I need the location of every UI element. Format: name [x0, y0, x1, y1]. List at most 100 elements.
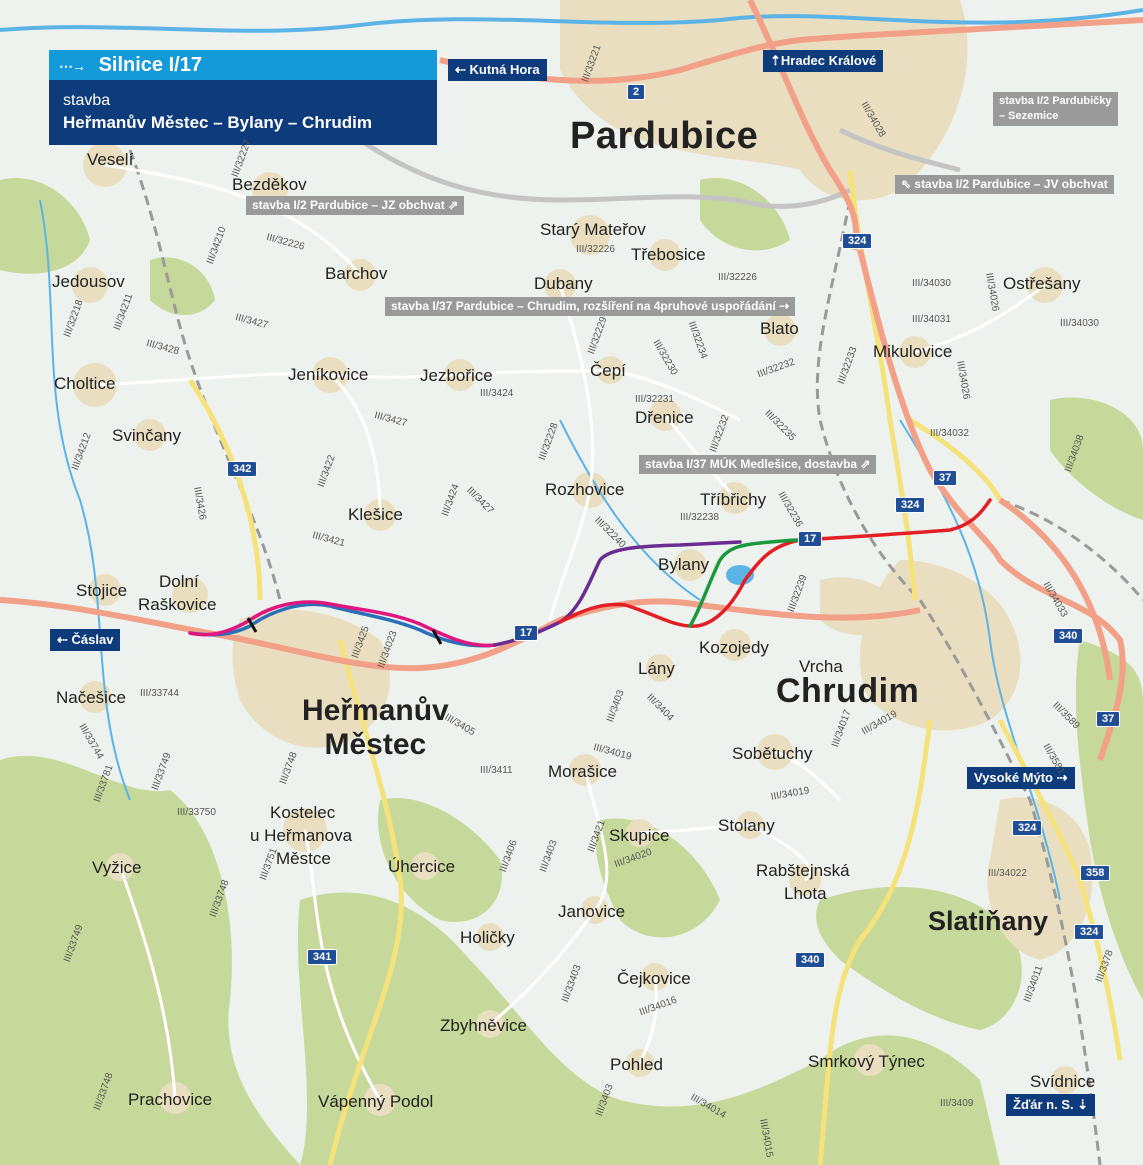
- road-shield-324: 324: [1074, 924, 1105, 940]
- town-drenice: Dřenice: [635, 408, 694, 427]
- town-ostresany: Ostřešany: [1003, 274, 1081, 293]
- direction-vysoke-myto: Vysoké Mýto ⇢: [967, 767, 1075, 789]
- road-shield-342: 342: [227, 461, 258, 477]
- town-cepi: Čepí: [590, 361, 626, 380]
- town-lany: Lány: [638, 659, 675, 678]
- town-nacesice: Načešice: [56, 688, 126, 707]
- note-muk-medlesice: stavba I/37 MÚK Medlešice, dostavba ⇗: [639, 455, 877, 474]
- title-subtitle: stavba: [63, 92, 111, 109]
- road-shield-37: 37: [1096, 711, 1121, 727]
- road-label: III/34031: [912, 314, 951, 325]
- arrow-left-icon: ⇠: [455, 62, 470, 77]
- town-stojice: Stojice: [76, 581, 128, 600]
- town-cejkovice: Čejkovice: [617, 969, 691, 988]
- road-label: III/34022: [988, 868, 1027, 879]
- note-i37-rozsireni: stavba I/37 Pardubice – Chrudim, rozšíře…: [385, 297, 796, 316]
- route-variant-purple: [493, 540, 742, 647]
- road-label: III/33750: [177, 807, 216, 818]
- town-mikulovice: Mikulovice: [873, 342, 953, 361]
- route-markers: [246, 617, 443, 645]
- road-shield-17: 17: [514, 625, 539, 641]
- road-shield-2: 2: [627, 84, 646, 100]
- town-rozhovice: Rozhovice: [545, 480, 625, 499]
- town-veseli: Veselí: [87, 150, 134, 169]
- road-shield-17: 17: [798, 531, 823, 547]
- town-smrkovy-tynec: Smrkový Týnec: [808, 1052, 925, 1071]
- town-blato: Blato: [760, 319, 799, 338]
- road-label: III/32231: [635, 394, 674, 405]
- route-variant-red: [558, 498, 992, 628]
- note-pardubicky: stavba I/2 Pardubičky – Sezemice: [993, 92, 1118, 126]
- town-klesice: Klešice: [348, 505, 403, 524]
- road-label: III/33744: [140, 688, 179, 699]
- title-header: ⋯→ Silnice I/17: [49, 50, 437, 80]
- arrow-upleft-icon: ⇖: [901, 177, 915, 191]
- town-uhercice: Úhercice: [388, 857, 456, 876]
- road-label: III/3424: [480, 388, 514, 399]
- arrow-left-icon: ⇠: [57, 632, 72, 647]
- town-dolni: Dolní: [159, 572, 199, 591]
- town-bylany: Bylany: [658, 555, 710, 574]
- road-shield-37: 37: [933, 470, 958, 486]
- road-shield-324: 324: [842, 233, 873, 249]
- direction-zdar: Žďár n. S. ⇣: [1006, 1094, 1096, 1116]
- town-raskovice: Raškovice: [138, 595, 217, 614]
- town-jezborice: Jezbořice: [420, 366, 493, 385]
- title-box: ⋯→ Silnice I/17 stavba Heřmanův Městec –…: [49, 50, 437, 145]
- town-barchov: Barchov: [325, 264, 388, 283]
- town-kostelec-line2: u Heřmanova: [250, 826, 353, 845]
- arrow-down-icon: ⇣: [1073, 1097, 1089, 1112]
- arrow-right-icon: ⇢: [775, 299, 790, 313]
- note-jv-obchvat: ⇖ stavba I/2 Pardubice – JV obchvat: [895, 175, 1114, 194]
- bypass-roads: [358, 127, 961, 209]
- road-shield-358: 358: [1080, 865, 1111, 881]
- road-label: III/32226: [718, 272, 757, 283]
- town-svincany: Svinčany: [112, 426, 181, 445]
- route-variant-magenta: [188, 600, 497, 648]
- note-jz-obchvat: stavba I/2 Pardubice – JZ obchvat ⇗: [246, 196, 465, 215]
- direction-caslav: ⇠ Čáslav: [50, 629, 121, 651]
- road-label: III/34030: [912, 278, 951, 289]
- route-variant-green: [688, 538, 802, 628]
- minor-roads: [94, 163, 1046, 1101]
- rivers: [0, 8, 1143, 901]
- city-chrudim: Chrudim: [776, 672, 920, 710]
- town-stolany: Stolany: [718, 816, 775, 835]
- road-label: III/32238: [680, 512, 719, 523]
- town-holicky: Holičky: [460, 928, 515, 947]
- town-dubany: Dubany: [534, 274, 593, 293]
- town-rabstejnska-line1: Rabštejnská: [756, 861, 850, 880]
- town-vyzice: Vyžice: [92, 858, 142, 877]
- major-roads: [0, 0, 1143, 761]
- road-label: III/32226: [576, 244, 615, 255]
- direction-kutna-hora: ⇠ Kutná Hora: [448, 59, 547, 81]
- dotted-arrow-right-icon: ⋯→: [59, 58, 86, 74]
- road-label: III/34030: [1060, 318, 1099, 329]
- town-vrcha: Vrcha: [799, 657, 843, 676]
- road-shield-340: 340: [795, 952, 826, 968]
- town-skupice: Skupice: [609, 826, 670, 845]
- road-shield-324: 324: [1012, 820, 1043, 836]
- project-name: Heřmanův Městec – Bylany – Chrudim: [63, 113, 372, 132]
- town-svidnice: Svídnice: [1030, 1072, 1096, 1091]
- arrow-upright-icon: ⇗: [857, 457, 871, 471]
- town-bezdekov: Bezděkov: [232, 175, 307, 194]
- town-stary-materov: Starý Mateřov: [540, 220, 646, 239]
- city-hermanuv-mestec: Heřmanův Městec: [302, 694, 449, 762]
- road-label: III/3411: [480, 765, 513, 776]
- road-shield-340: 340: [1053, 628, 1084, 644]
- town-tribrichy: Tříbřichy: [700, 490, 767, 509]
- town-trebosice: Třebosice: [631, 245, 706, 264]
- city-hermanuv-line1: Heřmanův: [302, 694, 449, 727]
- route-variant-blue: [188, 602, 497, 648]
- town-kostelec-line1: Kostelec: [270, 803, 336, 822]
- city-pardubice: Pardubice: [570, 115, 759, 157]
- town-choltice: Choltice: [54, 374, 116, 393]
- town-pohled: Pohled: [610, 1055, 663, 1074]
- arrow-right-icon: ⇢: [1053, 770, 1068, 785]
- direction-hradec-kralove: ⇡Hradec Králové: [763, 50, 884, 72]
- town-zbyhnevice: Zbyhněvice: [440, 1016, 527, 1035]
- road-label: III/34032: [930, 428, 969, 439]
